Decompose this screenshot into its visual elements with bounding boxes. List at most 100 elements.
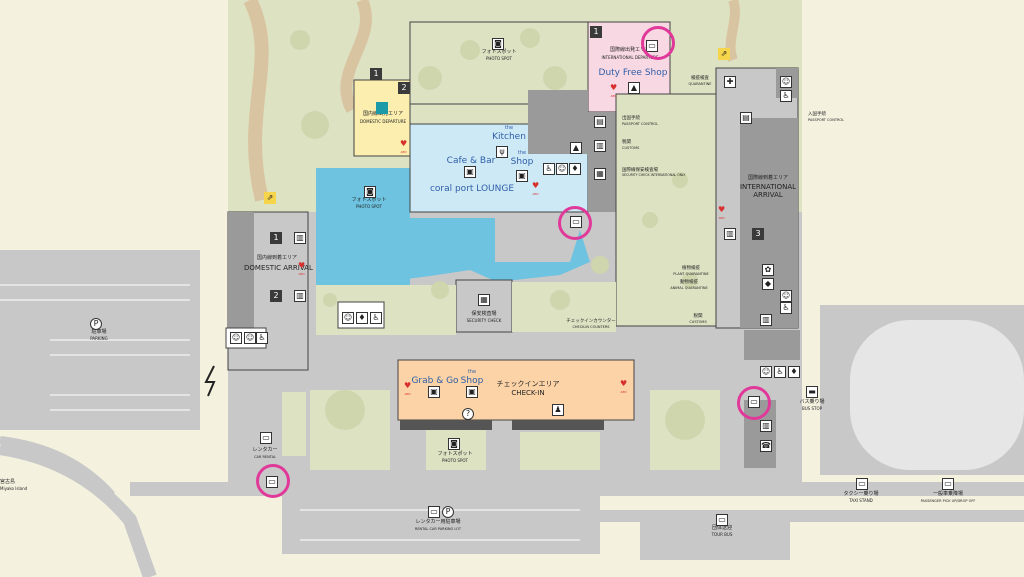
walkway-icon: ⇗ (718, 48, 730, 60)
baby-icon: ♦ (356, 312, 368, 324)
walkway-icon: ⇗ (264, 192, 276, 204)
taxi-en: TAXI STAND (849, 498, 873, 503)
immigration-ja: 入国手続 (808, 112, 826, 117)
shop2-the: the (467, 369, 477, 375)
checkin-counters-en: CHECK-IN COUNTERS (572, 325, 610, 329)
plane-icon (376, 102, 388, 114)
restroom-icon: ☺ (780, 76, 792, 88)
aed-marker: ♥AED (404, 381, 412, 397)
intl-security-en: SECURITY CHECK INTERNATIONAL ONLY (622, 173, 686, 177)
miyako-en: Miyako Island (0, 486, 28, 491)
highlight-ring[interactable] (641, 26, 675, 60)
photo-spot-3-ja: フォトスポット (437, 451, 473, 457)
photo-spot-2-ja: フォトスポット (351, 197, 387, 203)
taxi-ja: タクシー乗り場 (843, 491, 879, 497)
parking-en: PARKING (90, 336, 108, 341)
stairs-icon: 1 (590, 26, 602, 38)
highlight-ring[interactable] (737, 386, 771, 420)
passport-ja: 出国手続 (622, 116, 640, 121)
checkin-icon: ♟ (552, 404, 564, 416)
car-icon: ▭ (942, 478, 954, 490)
shop-icon: ▣ (428, 386, 440, 398)
kitchen-label: Kitchen (492, 132, 526, 142)
lounge-label: coral port LOUNGE (429, 184, 515, 194)
domestic-departure-label-ja: 国内線出発エリア (362, 111, 403, 117)
wheelchair-icon: ♿ (780, 302, 792, 314)
security-icon: ▦ (478, 294, 490, 306)
restroom-icon: ☺ (230, 332, 242, 344)
bus-icon: ▭ (716, 514, 728, 526)
photo-spot-icon: ◙ (364, 186, 376, 198)
intl-security-ja: 国際線保安検査場 (622, 168, 658, 173)
checkin-label-en: CHECK-IN (511, 389, 545, 397)
domestic-arrival-label-ja: 国内線到着エリア (256, 255, 297, 261)
baggage-icon: ▥ (760, 420, 772, 432)
shop-icon: ▣ (516, 170, 528, 182)
security-icon: ▦ (594, 168, 606, 180)
wheelchair-icon: ♿ (774, 366, 786, 378)
baggage-icon: ▥ (294, 290, 306, 302)
rental-en: CAR RENTAL (254, 455, 276, 459)
restroom-icon: ♿ (543, 163, 555, 175)
rental-lot (282, 496, 600, 554)
plant-q-ja: 植物検疫 (682, 266, 700, 271)
bus-stop-en: BUS STOP (801, 406, 823, 411)
customs-icon: ▥ (760, 314, 772, 326)
highlight-ring[interactable] (256, 464, 290, 498)
highlight-ring[interactable] (558, 206, 592, 240)
domestic-departure-label-en: DOMESTIC DEPARTURE (359, 119, 407, 124)
wheelchair-icon: ♿ (780, 90, 792, 102)
passport-en: PASSPORT CONTROL (622, 122, 659, 126)
photo-spot-1-en: PHOTO SPOT (486, 56, 512, 61)
plant-q-en: PLANT QUARANTINE (673, 272, 709, 276)
tour-bus-en: TOUR BUS (711, 532, 733, 537)
restroom-icon: ☺ (760, 366, 772, 378)
aed-marker: ♥AED (620, 379, 628, 395)
elevator-icon: ▲ (570, 142, 582, 154)
restaurant-icon: ψ (496, 146, 508, 158)
grab-go-label: Grab & Go (411, 376, 459, 386)
wheelchair-icon: ♿ (370, 312, 382, 324)
baggage-icon: ▥ (724, 228, 736, 240)
rental-ja: レンタカー (252, 447, 278, 453)
parking-ja: 駐車場 (91, 329, 107, 335)
cafe-bar-label: Cafe & Bar (446, 156, 496, 166)
rental-lot-en: RENTAL CAR PARKING LOT (414, 527, 462, 531)
miyako-ja: 宮古島 (0, 479, 16, 485)
duty-free-label: Duty Free Shop (598, 68, 668, 78)
domestic-arrival-label-en: DOMESTIC ARRIVAL (244, 264, 313, 272)
shop2-label: Shop (460, 376, 484, 386)
kitchen-the: the (504, 125, 514, 131)
customs-en: CUSTOMS (622, 146, 640, 150)
immigration-en: PASSPORT CONTROL (808, 118, 845, 122)
quarantine-ja: 検疫検査 (691, 76, 709, 81)
intl-departure-label-ja: 国際線出発エリア (609, 47, 650, 53)
aed-marker: ♥AED (532, 181, 540, 197)
quarantine-icon: ✚ (724, 76, 736, 88)
shop-icon: ▣ (464, 166, 476, 178)
passport-icon: ▤ (740, 112, 752, 124)
intl-arrival-label-en: INTERNATIONAL ARRIVAL (739, 183, 797, 200)
pickup-en: PASSENGER PICK UP/DROP OFF (920, 499, 976, 503)
stairs-icon: 2 (270, 290, 282, 302)
customs2-ja: 税関 (693, 314, 703, 319)
passport-icon: ▤ (594, 116, 606, 128)
animal-q-en: ANIMAL QUARANTINE (670, 286, 708, 290)
wheelchair-icon: ♿ (256, 332, 268, 344)
photo-spot-1-ja: フォトスポット (481, 49, 517, 55)
baby-icon: ♦ (569, 163, 581, 175)
aed-marker: ♥AED (610, 83, 618, 99)
elevator-icon: ▲ (628, 82, 640, 94)
parking-icon: P (442, 506, 454, 518)
aed-marker: ♥AED (718, 205, 726, 221)
quarantine-en: QUARANTINE (688, 82, 712, 86)
aed-marker: ♥AED (400, 139, 408, 155)
stairs-icon: 1 (370, 68, 382, 80)
taxi-icon: ▭ (856, 478, 868, 490)
parking-icon: P (90, 318, 102, 330)
checkin-counters-ja: チェックインカウンター (566, 319, 616, 324)
stairs-icon: 2 (398, 82, 410, 94)
plant-icon: ✿ (762, 264, 774, 276)
